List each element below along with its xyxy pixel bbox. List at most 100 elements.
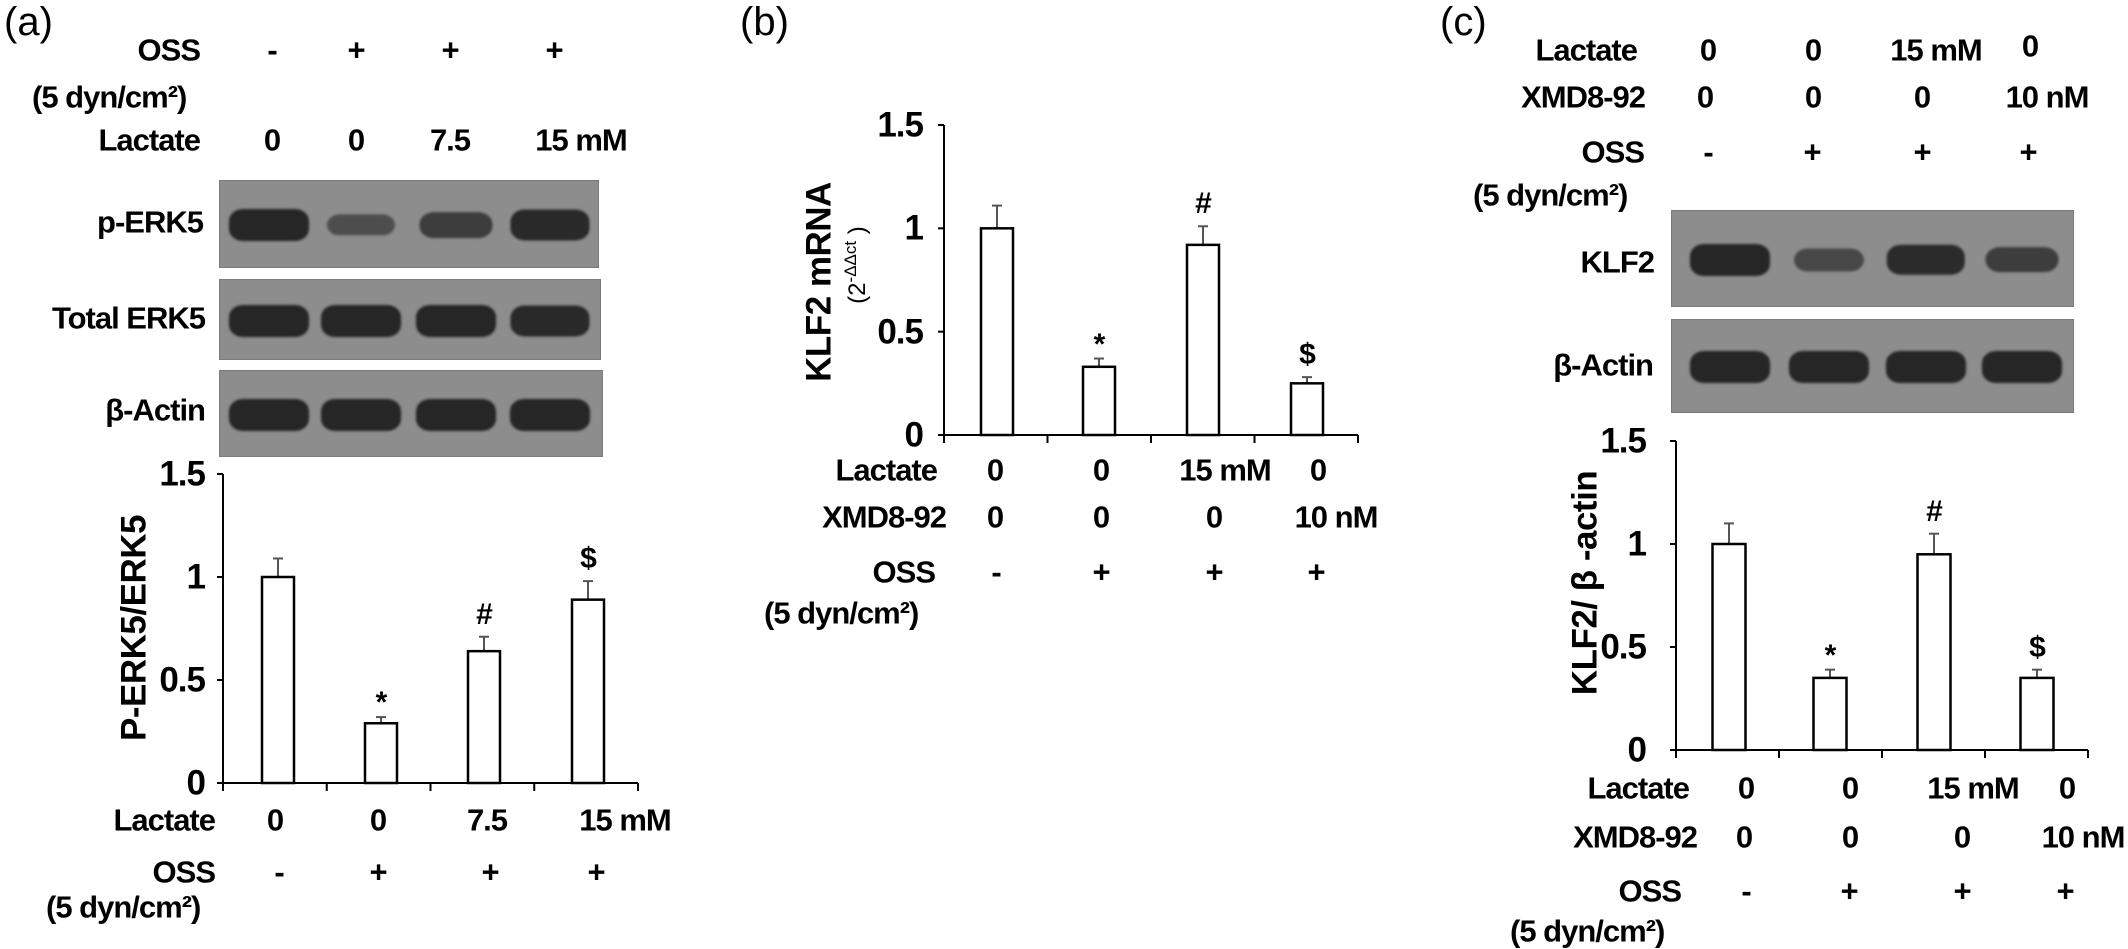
- x-condition-value: 7.5: [466, 802, 508, 838]
- protein-band: [510, 398, 590, 431]
- protein-band: [416, 398, 496, 431]
- condition-value: 0: [347, 122, 365, 158]
- protein-band: [321, 304, 401, 337]
- bar: [1711, 542, 1747, 752]
- condition-label-oss: OSS: [1581, 134, 1645, 170]
- protein-band: [229, 398, 309, 431]
- x-condition-value: 0: [1953, 819, 1971, 855]
- x-condition-value: -: [274, 854, 284, 890]
- condition-value: 0: [1804, 79, 1822, 115]
- bar: [1185, 243, 1221, 437]
- panel-label-b: (b): [740, 0, 789, 44]
- x-condition-label: XMD8-92: [1573, 819, 1698, 855]
- y-tick-label: 1: [1627, 524, 1647, 564]
- condition-value: +: [441, 32, 459, 68]
- condition-value: 10 nM: [2005, 79, 2090, 115]
- condition-value: 0: [1913, 79, 1931, 115]
- x-condition-unit: (5 dyn/cm²): [1510, 913, 1665, 949]
- significance-marker: $: [2029, 630, 2046, 664]
- x-condition-value: 0: [986, 452, 1004, 488]
- x-condition-value: 0: [986, 499, 1004, 535]
- protein-band: [1690, 351, 1770, 383]
- significance-marker: $: [580, 542, 597, 576]
- x-condition-value: 10 nM: [2041, 819, 2126, 855]
- x-condition-unit: (5 dyn/cm²): [764, 595, 919, 631]
- significance-marker: #: [476, 597, 493, 631]
- protein-band: [321, 398, 401, 431]
- protein-band: [1789, 351, 1869, 383]
- x-condition-value: 15 mM: [579, 802, 671, 838]
- condition-value: +: [545, 32, 563, 68]
- western-blot-p-erk5: [219, 180, 599, 268]
- protein-band: [1794, 248, 1864, 271]
- condition-value: +: [347, 32, 365, 68]
- x-condition-label: XMD8-92: [822, 499, 947, 535]
- x-condition-value: 0: [1841, 770, 1859, 806]
- y-tick-label: 1: [186, 557, 206, 597]
- condition-value: -: [267, 32, 277, 68]
- x-condition-value: +: [1205, 554, 1223, 590]
- significance-marker: $: [1299, 338, 1316, 372]
- significance-marker: #: [1926, 494, 1943, 528]
- condition-label-lactate: Lactate: [1535, 32, 1638, 68]
- x-condition-value: 0: [1092, 452, 1110, 488]
- y-tick-label: 0: [186, 763, 206, 803]
- western-blot-beta-actin: [1671, 319, 2074, 413]
- x-condition-label: OSS: [152, 854, 216, 890]
- x-condition-value: 0: [1735, 819, 1753, 855]
- protein-band: [510, 304, 590, 337]
- condition-value: +: [1803, 134, 1821, 170]
- protein-band: [1886, 351, 1966, 383]
- condition-value: 15 mM: [1890, 32, 1982, 68]
- y-axis-label: KLF2 mRNA: [799, 182, 839, 382]
- bar: [260, 575, 296, 785]
- x-condition-value: 10 nM: [1294, 499, 1379, 535]
- western-blot-beta-actin: [219, 370, 603, 457]
- significance-marker: *: [1093, 327, 1106, 361]
- significance-marker: *: [375, 686, 388, 720]
- protein-band: [1886, 244, 1966, 275]
- x-condition-value: 0: [1737, 770, 1755, 806]
- significance-marker: #: [1195, 187, 1212, 221]
- x-condition-value: -: [1741, 873, 1751, 909]
- x-condition-label: Lactate: [113, 802, 216, 838]
- x-condition-unit: (5 dyn/cm²): [46, 889, 201, 925]
- bar: [466, 649, 502, 785]
- bar: [570, 598, 606, 785]
- x-condition-value: 0: [2058, 770, 2076, 806]
- x-condition-value: -: [991, 554, 1001, 590]
- y-tick-label: 1.5: [1600, 421, 1647, 461]
- protein-band: [419, 212, 493, 238]
- protein-band: [510, 209, 590, 241]
- x-condition-value: 0: [1092, 499, 1110, 535]
- x-condition-value: +: [1953, 873, 1971, 909]
- x-condition-value: +: [1307, 554, 1325, 590]
- y-tick-label: 0.5: [1600, 627, 1647, 667]
- protein-band: [327, 214, 395, 236]
- y-tick-label: 1.5: [159, 454, 206, 494]
- blot-label-total-erk5: Total ERK5: [51, 300, 206, 336]
- y-tick-label: 0.5: [877, 312, 924, 352]
- condition-label-oss: OSS: [137, 32, 201, 68]
- protein-band: [229, 304, 309, 337]
- bar: [1289, 382, 1325, 437]
- bar: [979, 227, 1015, 437]
- x-condition-value: +: [1840, 873, 1858, 909]
- x-condition-value: +: [2056, 873, 2074, 909]
- x-condition-value: 0: [1205, 499, 1223, 535]
- y-tick-label: 1: [904, 208, 924, 248]
- blot-label-klf2: KLF2: [1580, 244, 1655, 280]
- y-axis-sublabel: (2-ΔΔct ): [841, 226, 871, 304]
- condition-unit-oss: (5 dyn/cm²): [1473, 177, 1628, 213]
- x-condition-label: OSS: [1618, 873, 1682, 909]
- y-tick-label: 1.5: [877, 105, 924, 145]
- significance-marker: *: [1824, 638, 1837, 672]
- blot-label-beta-actin: β-Actin: [105, 392, 206, 428]
- x-condition-value: 0: [1309, 452, 1327, 488]
- protein-band: [416, 304, 496, 337]
- x-condition-value: 15 mM: [1927, 770, 2019, 806]
- condition-value: 0: [1696, 79, 1714, 115]
- y-axis-label: P-ERK5/ERK5: [114, 515, 154, 741]
- y-tick-label: 0.5: [159, 660, 206, 700]
- condition-label-xmd8-92: XMD8-92: [1521, 79, 1646, 115]
